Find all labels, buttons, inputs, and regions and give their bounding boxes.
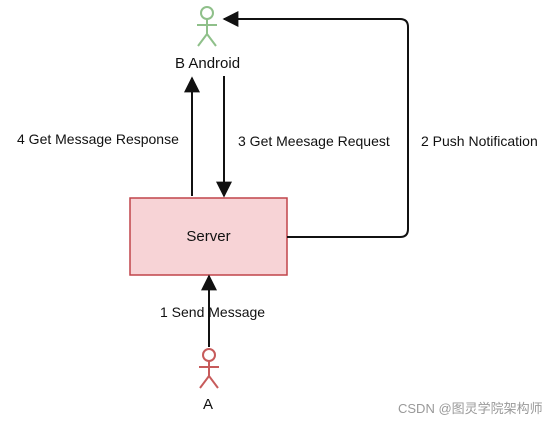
edge-push-notification	[222, 11, 409, 238]
edge-label-push-notification: 2 Push Notification	[421, 133, 538, 149]
server-box	[129, 197, 288, 276]
watermark-text: CSDN @图灵学院架构师	[398, 401, 543, 416]
edge-label-get-response: 4 Get Message Response	[17, 131, 179, 147]
server-label: Server	[186, 228, 231, 245]
actor-b-android-icon	[197, 6, 217, 47]
actor-a-label: A	[203, 396, 214, 413]
edge-label-get-request: 3 Get Meesage Request	[238, 133, 390, 149]
actor-b-label: B Android	[175, 55, 241, 72]
edge-label-send-message: 1 Send Message	[160, 304, 266, 320]
actor-a-icon	[199, 348, 219, 389]
